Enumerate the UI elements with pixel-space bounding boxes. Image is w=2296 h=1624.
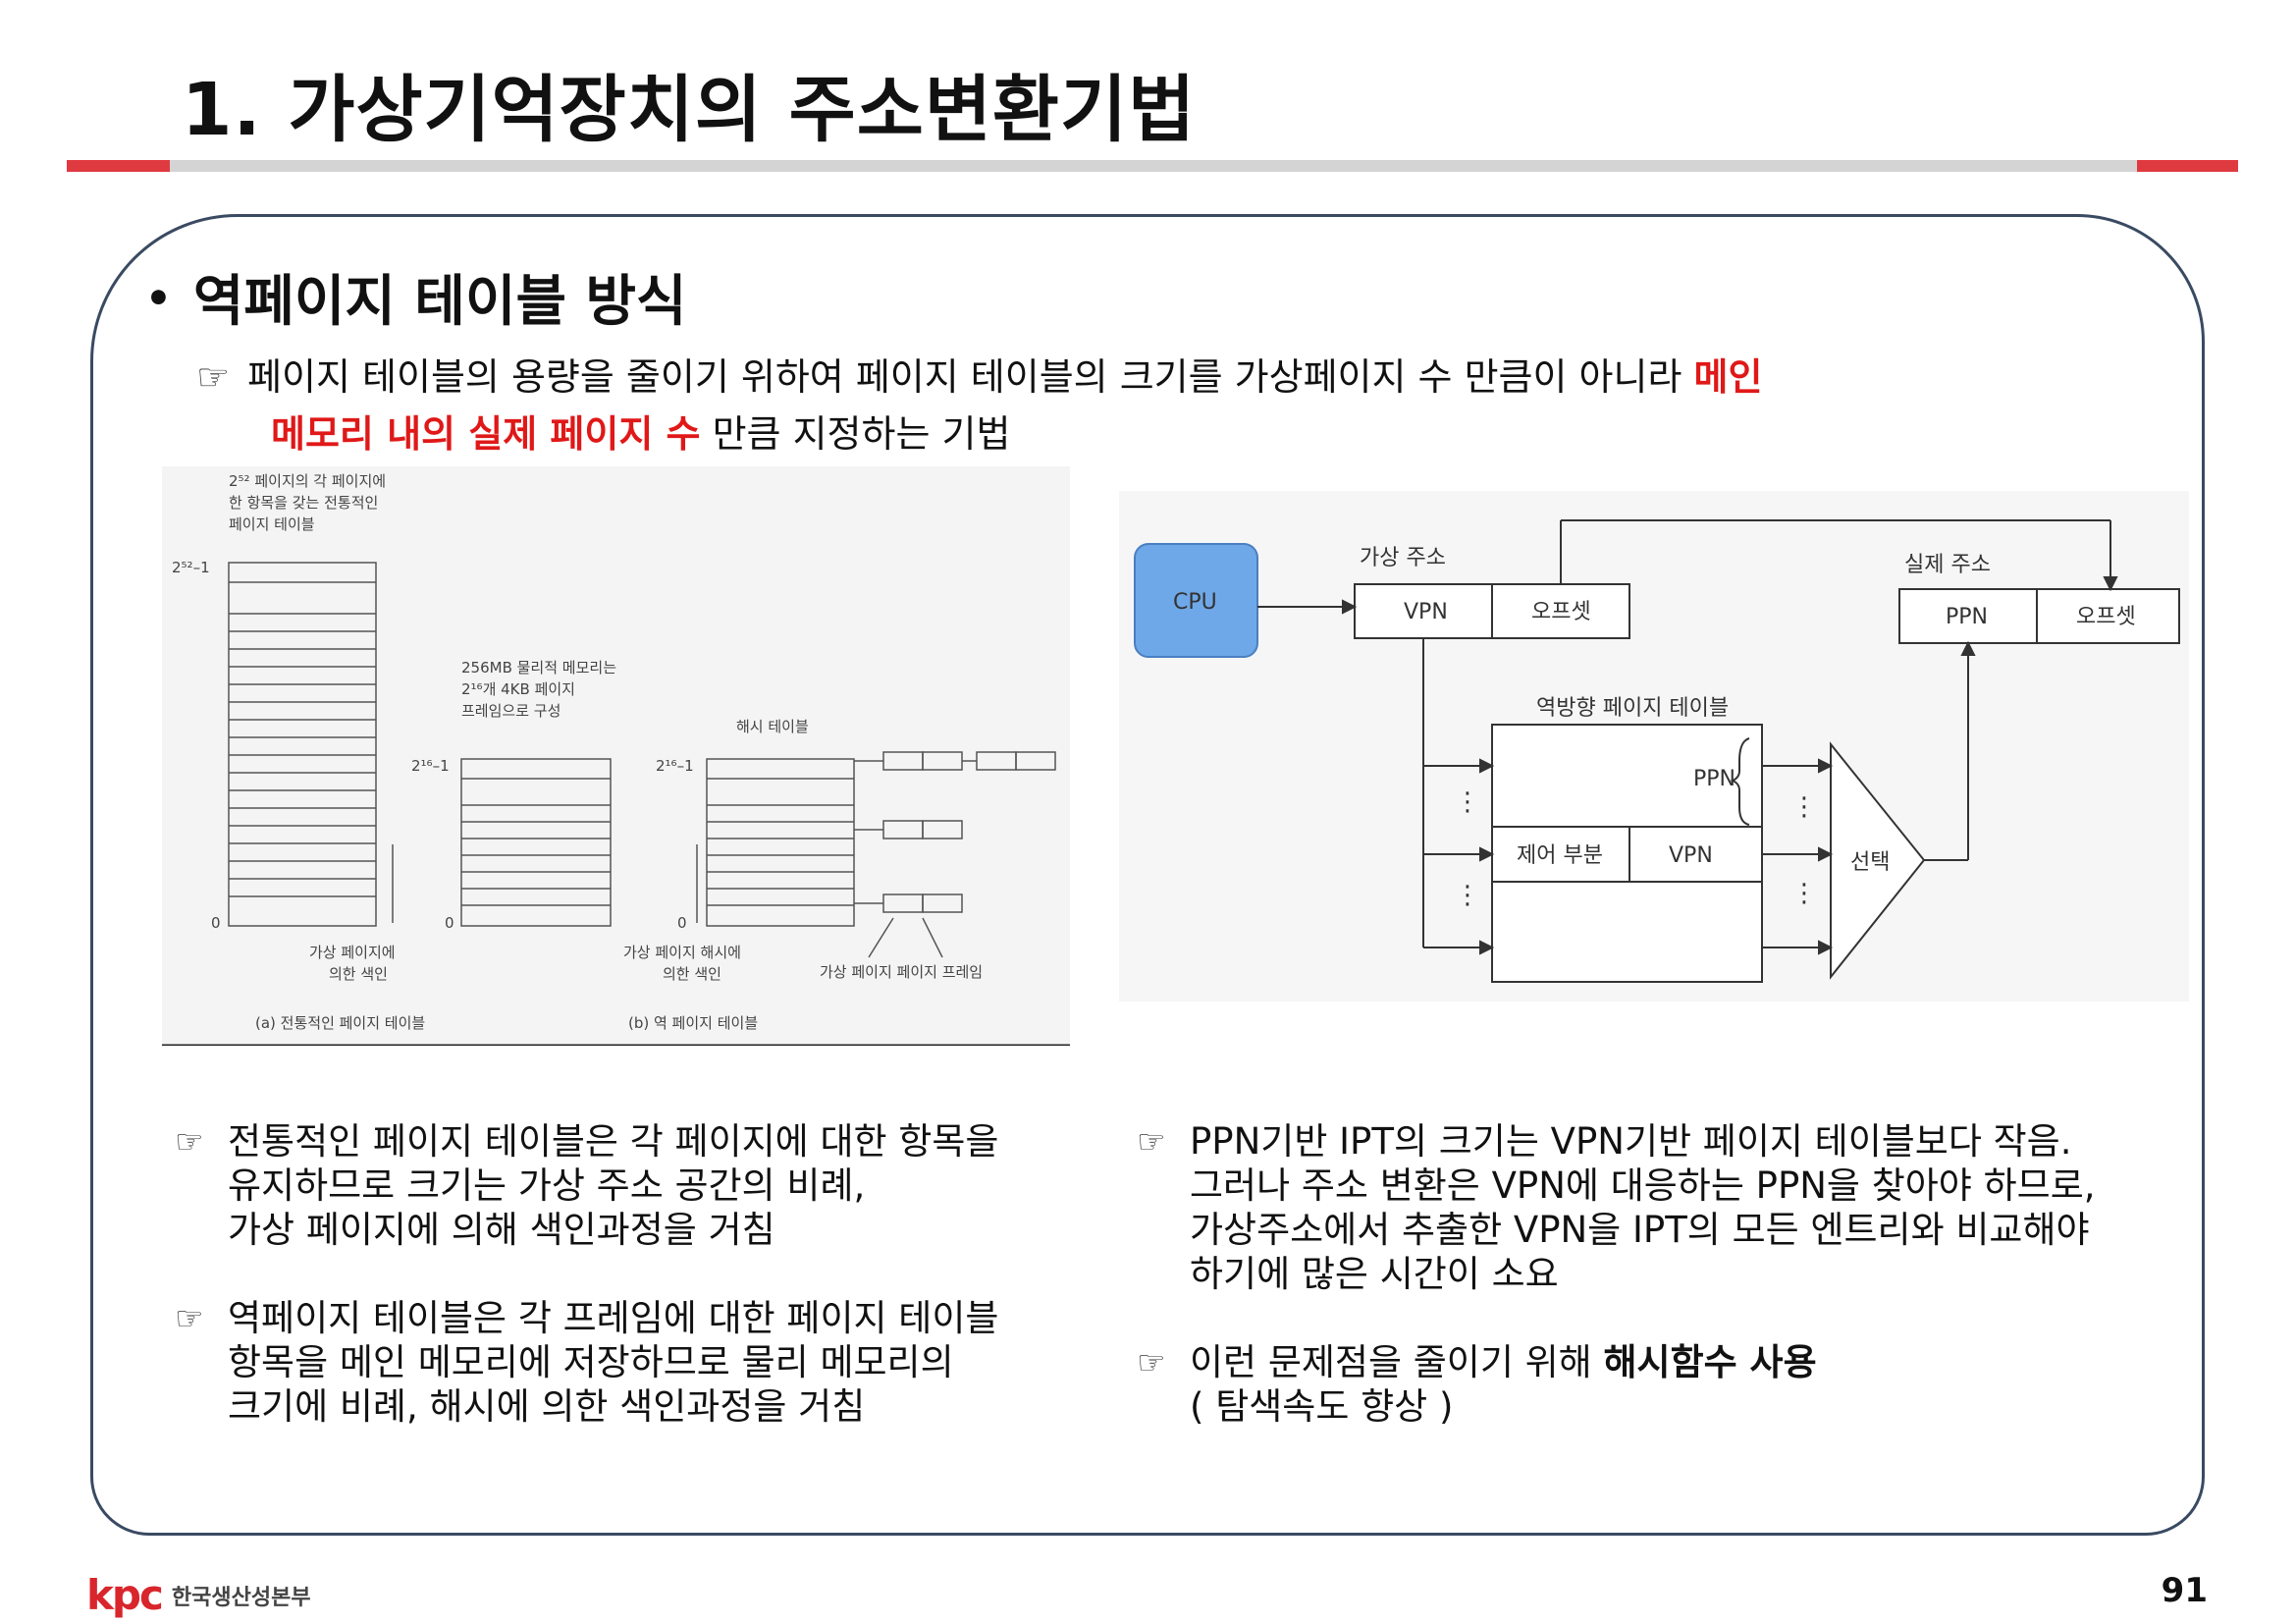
hand-pointing-icon: ☞ xyxy=(1137,1122,1166,1161)
ipt-title: 역방향 페이지 테이블 xyxy=(1536,696,1729,721)
select-triangle xyxy=(1830,741,1926,980)
dots-left-bottom: ⋮ xyxy=(1455,881,1480,910)
bullet-icon: • xyxy=(145,274,172,322)
control-field-label: 제어 부분 xyxy=(1517,843,1603,868)
list-item: ☞ 전통적인 페이지 테이블은 각 페이지에 대한 항목을 유지하므로 크기는 … xyxy=(175,1119,1117,1252)
caption-b: (b) 역 페이지 테이블 xyxy=(628,1014,758,1032)
ipt-table xyxy=(1491,724,1763,983)
caption-mem-line: 프레임으로 구성 xyxy=(461,702,561,720)
intro-emphasis: 메모리 내의 실제 페이지 수 xyxy=(271,412,701,456)
section-title: 역페이지 테이블 방식 xyxy=(192,270,687,334)
label-hash-title: 해시 테이블 xyxy=(736,718,809,735)
index-a-line: 가상 페이지에 xyxy=(309,944,396,961)
list-item-text: PPN기반 IPT의 크기는 VPN기반 페이지 테이블보다 작음. 그러나 주… xyxy=(1190,1120,2096,1295)
label-zero-c: 0 xyxy=(677,914,687,932)
hash-table xyxy=(696,751,1056,958)
ppn-label: PPN xyxy=(1946,605,1988,629)
dots-right-top: ⋮ xyxy=(1791,792,1817,822)
list-item: ☞ 이런 문제점을 줄이기 위해 해시함수 사용 ( 탐색속도 향상 ) xyxy=(1137,1340,2177,1429)
text-segment: ( 탐색속도 향상 ) xyxy=(1190,1385,1454,1428)
intro-emphasis: 메인 xyxy=(1693,355,1763,399)
list-item: ☞ PPN기반 IPT의 크기는 VPN기반 페이지 테이블보다 작음. 그러나… xyxy=(1137,1119,2177,1296)
vpn-field-label: VPN xyxy=(1669,843,1713,868)
intro-paragraph: ☞ 페이지 테이블의 용량을 줄이기 위하여 페이지 테이블의 크기를 가상페이지… xyxy=(196,349,1963,462)
vpn-label: VPN xyxy=(1404,600,1448,624)
label-zero-a: 0 xyxy=(211,914,221,932)
list-item-text: 이런 문제점을 줄이기 위해 해시함수 사용 ( 탐색속도 향상 ) xyxy=(1190,1340,1817,1429)
dots-right-bottom: ⋮ xyxy=(1791,879,1817,908)
section-heading: • 역페이지 테이블 방식 xyxy=(145,257,687,337)
list-item: ☞ 역페이지 테이블은 각 프레임에 대한 페이지 테이블 항목을 메인 메모리… xyxy=(175,1296,1117,1429)
cpu-box xyxy=(1134,543,1258,658)
title-underline-accent-left xyxy=(67,160,170,172)
intro-text: 페이지 테이블의 용량을 줄이기 위하여 페이지 테이블의 크기를 가상페이지 … xyxy=(247,355,1694,399)
caption-top-line: 한 항목을 갖는 전통적인 xyxy=(229,494,378,512)
caption-a: (a) 전통적인 페이지 테이블 xyxy=(255,1014,425,1032)
title-underline xyxy=(67,160,2238,172)
entry-label: 가상 페이지 페이지 프레임 xyxy=(820,963,983,981)
hand-pointing-icon: ☞ xyxy=(175,1122,204,1161)
ipt-translation-figure: CPU 가상 주소 VPN 오프셋 실제 주소 PPN 오프셋 역방향 페이지 … xyxy=(1119,491,2189,1001)
physical-addr-label: 실제 주소 xyxy=(1904,553,1991,577)
caption-mem-line: 2¹⁶개 4KB 페이지 xyxy=(461,680,575,698)
label-top-b: 2¹⁶–1 xyxy=(411,757,450,775)
text-emphasis: 해시함수 사용 xyxy=(1603,1341,1817,1383)
caption-top-line: 2⁵² 페이지의 각 페이지에 xyxy=(229,472,386,490)
logo-org-name: 한국생산성본부 xyxy=(171,1585,311,1610)
caption-top-line: 페이지 테이블 xyxy=(229,515,315,533)
title-underline-accent-right xyxy=(2137,160,2238,172)
page-number: 91 xyxy=(2161,1571,2208,1610)
index-b-line: 가상 페이지 해시에 xyxy=(623,944,741,961)
hand-pointing-icon: ☞ xyxy=(175,1299,204,1337)
intro-line-2: 메모리 내의 실제 페이지 수 만큼 지정하는 기법 xyxy=(196,406,1963,462)
caption-mem-line: 256MB 물리적 메모리는 xyxy=(461,659,616,677)
traditional-table xyxy=(228,562,394,927)
left-explanation-column: ☞ 전통적인 페이지 테이블은 각 페이지에 대한 항목을 유지하므로 크기는 … xyxy=(175,1119,1117,1473)
ppn-field-label: PPN xyxy=(1693,767,1735,791)
label-top-a: 2⁵²–1 xyxy=(172,559,210,576)
right-explanation-column: ☞ PPN기반 IPT의 크기는 VPN기반 페이지 테이블보다 작음. 그러나… xyxy=(1137,1119,2177,1473)
intro-text: 만큼 지정하는 기법 xyxy=(700,412,1011,456)
index-a-line: 의한 색인 xyxy=(329,965,388,983)
flow-lines xyxy=(1257,519,2118,955)
content-frame xyxy=(90,214,2205,1536)
list-item-text: 전통적인 페이지 테이블은 각 페이지에 대한 항목을 유지하므로 크기는 가상… xyxy=(228,1120,999,1251)
virtual-addr-label: 가상 주소 xyxy=(1360,546,1446,570)
physical-memory-table xyxy=(460,758,612,927)
label-zero-b: 0 xyxy=(445,914,454,932)
text-segment: 이런 문제점을 줄이기 위해 xyxy=(1190,1341,1604,1383)
list-item-text: 역페이지 테이블은 각 프레임에 대한 페이지 테이블 항목을 메인 메모리에 … xyxy=(228,1297,999,1428)
offset-label: 오프셋 xyxy=(1531,600,1591,624)
index-b-line: 의한 색인 xyxy=(663,965,721,983)
hand-pointing-icon: ☞ xyxy=(196,355,231,399)
page-title: 1. 가상기억장치의 주소변환기법 xyxy=(182,68,1197,152)
kpc-logo: kpc 한국생산성본부 xyxy=(86,1571,311,1619)
select-label: 선택 xyxy=(1850,850,1890,875)
traditional-vs-inverted-table-figure: 2⁵² 페이지의 각 페이지에 한 항목을 갖는 전통적인 페이지 테이블 2⁵… xyxy=(162,466,1070,1046)
offset2-label: 오프셋 xyxy=(2076,605,2136,629)
intro-line-1: ☞ 페이지 테이블의 용량을 줄이기 위하여 페이지 테이블의 크기를 가상페이지… xyxy=(196,349,1963,406)
dots-left-top: ⋮ xyxy=(1455,787,1480,817)
logo-mark: kpc xyxy=(86,1571,164,1619)
hand-pointing-icon: ☞ xyxy=(1137,1343,1166,1381)
cpu-label: CPU xyxy=(1173,590,1217,615)
label-top-c: 2¹⁶–1 xyxy=(656,757,694,775)
